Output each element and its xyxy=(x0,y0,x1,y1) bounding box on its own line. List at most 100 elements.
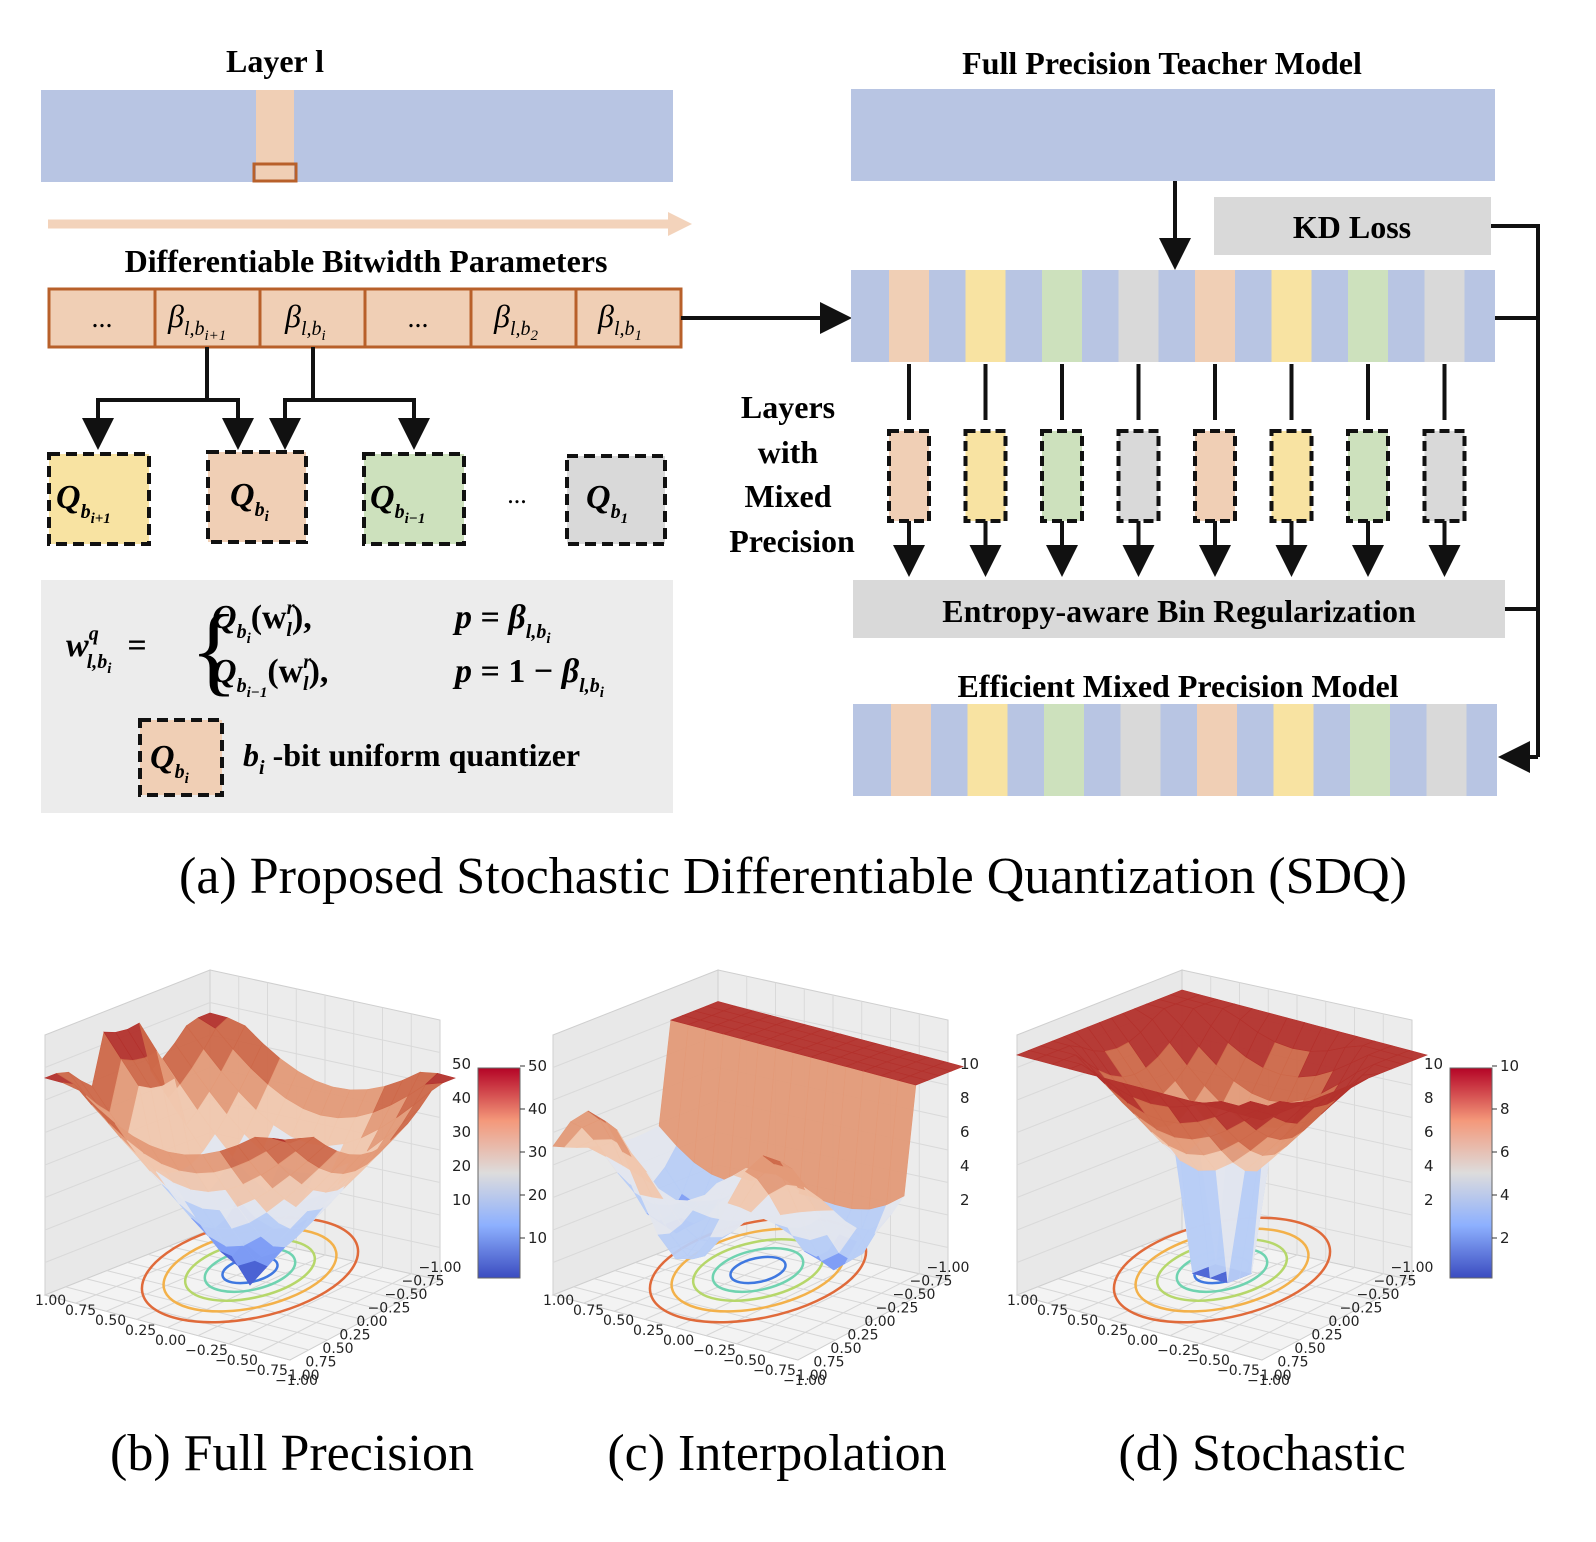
colorbar-tick-label: 20 xyxy=(528,1186,547,1204)
layer-stripe-green xyxy=(1348,270,1388,362)
y-tick-label: −1.00 xyxy=(927,1260,970,1276)
layer-stripe-green xyxy=(1042,270,1082,362)
wall-grid-line xyxy=(1016,1164,1183,1231)
efficient-model-bar xyxy=(853,704,1497,796)
x-tick-label: −0.50 xyxy=(215,1353,258,1369)
layer-stripe-green xyxy=(1350,704,1390,796)
y-tick-label: −0.75 xyxy=(1374,1274,1417,1290)
x-tick-label: 0.25 xyxy=(125,1323,156,1339)
layer-quantizer-box xyxy=(1193,429,1237,523)
colorbar xyxy=(1449,1067,1493,1279)
y-tick-label: 0.00 xyxy=(356,1314,387,1330)
layer-stripe-yellow xyxy=(965,270,1006,362)
colorbar-tick-label: 30 xyxy=(528,1143,547,1161)
y-tick-label: −0.75 xyxy=(402,1274,445,1290)
y-tick-label: 0.00 xyxy=(864,1314,895,1330)
layer-bar xyxy=(41,90,673,182)
quantizer-ellipsis: ... xyxy=(507,480,527,509)
y-tick-label: −0.50 xyxy=(893,1287,936,1303)
x-tick-label: 0.25 xyxy=(633,1323,664,1339)
z-tick-label: 8 xyxy=(960,1089,970,1107)
colorbar-tick-label: 10 xyxy=(1500,1057,1519,1075)
x-tick-label: 0.75 xyxy=(1037,1303,1068,1319)
layer-stripe-gray xyxy=(1120,704,1161,796)
colorbar xyxy=(477,1067,521,1279)
kd-loss-box xyxy=(1214,197,1491,255)
y-tick-label: 0.50 xyxy=(830,1341,861,1357)
y-tick-label: 1.00 xyxy=(796,1368,827,1384)
y-tick-label: −1.00 xyxy=(419,1260,462,1276)
floor-grid-line xyxy=(1200,1267,1355,1345)
layer-quantizer-box xyxy=(1422,429,1467,523)
floor-plane xyxy=(43,1229,442,1361)
floor-plane xyxy=(1015,1229,1414,1361)
legend-quantizer-box xyxy=(138,718,224,797)
y-tick-label: 0.00 xyxy=(1328,1314,1359,1330)
floor-plane xyxy=(551,1229,950,1361)
layer-quantizer-box xyxy=(1269,429,1314,523)
x-tick-label: 0.25 xyxy=(1097,1323,1128,1339)
x-tick-label: 1.00 xyxy=(35,1293,66,1309)
x-tick-label: 1.00 xyxy=(543,1293,574,1309)
x-tick-label: −0.50 xyxy=(1187,1353,1230,1369)
layer-stripe-peach xyxy=(891,704,931,796)
colorbar-tick-label: 8 xyxy=(1500,1100,1510,1118)
x-tick-label: −0.25 xyxy=(1157,1343,1200,1359)
caption-a: (a) Proposed Stochastic Differentiable Q… xyxy=(179,848,1407,905)
kd-loss-label: KD Loss xyxy=(1293,209,1411,245)
y-tick-label: −0.50 xyxy=(385,1287,428,1303)
y-tick-label: −0.25 xyxy=(876,1301,919,1317)
layer-quantizer-box xyxy=(887,429,931,523)
layer-stripe-yellow xyxy=(1273,704,1314,796)
surface-patch xyxy=(1396,1050,1428,1060)
quantizer-box-1 xyxy=(565,454,667,546)
y-tick-label: 0.75 xyxy=(813,1355,844,1371)
x-tick-label: −0.75 xyxy=(753,1363,796,1379)
x-tick-label: 0.00 xyxy=(1127,1333,1158,1349)
layer-stripe-peach xyxy=(1197,704,1237,796)
legend-quantizer-text: bi -bit uniform quantizer xyxy=(243,737,580,779)
y-tick-label: 1.00 xyxy=(1260,1368,1291,1384)
teacher-model-bar xyxy=(851,89,1495,181)
layer-stripe-peach xyxy=(1195,270,1235,362)
layer-stripe-gray xyxy=(1426,704,1467,796)
beta-cell-ellipsis-1: ... xyxy=(92,303,113,334)
floor-grid-line xyxy=(228,1267,383,1345)
layers-mixed-label: Layers with Mixed Precision xyxy=(729,389,855,559)
quantizer-box-i xyxy=(206,450,308,544)
layer-stripe-green xyxy=(1044,704,1084,796)
contour-ring xyxy=(729,1255,787,1285)
x-tick-label: 0.75 xyxy=(65,1303,96,1319)
caption-b: (b) Full Precision xyxy=(110,1425,474,1482)
bitwidth-title: Differentiable Bitwidth Parameters xyxy=(125,243,608,279)
layer-stripe-gray xyxy=(1424,270,1465,362)
efficient-title: Efficient Mixed Precision Model xyxy=(957,668,1398,704)
caption-c: (c) Interpolation xyxy=(607,1425,946,1482)
y-tick-label: −0.75 xyxy=(910,1274,953,1290)
z-tick-label: 10 xyxy=(960,1055,979,1073)
surface-patch xyxy=(932,1061,964,1072)
x-tick-label: 0.50 xyxy=(1067,1313,1098,1329)
surface-plot-interpolation: 2468101.000.750.500.250.00−0.25−0.50−0.7… xyxy=(543,969,979,1389)
surface-plot-full-precision: 10203040501.000.750.500.250.00−0.25−0.50… xyxy=(35,969,547,1389)
x-tick-label: 0.50 xyxy=(95,1313,126,1329)
x-tick-label: 0.00 xyxy=(155,1333,186,1349)
y-tick-label: 0.50 xyxy=(1294,1341,1325,1357)
x-tick-label: 1.00 xyxy=(1007,1293,1038,1309)
x-tick-label: 0.75 xyxy=(573,1303,604,1319)
x-tick-label: −0.25 xyxy=(693,1343,736,1359)
colorbar-tick-label: 4 xyxy=(1500,1186,1510,1204)
y-tick-label: −0.25 xyxy=(368,1301,411,1317)
layer-quantizer-box xyxy=(1116,429,1161,523)
floor-grid-line xyxy=(736,1267,891,1345)
wall-grid-line xyxy=(1016,1197,1183,1263)
beta-parameter-row xyxy=(47,287,683,349)
layer-title: Layer l xyxy=(226,43,324,79)
layer-stripe-peach xyxy=(889,270,929,362)
colorbar-tick-label: 6 xyxy=(1500,1143,1510,1161)
beta-cell-ellipsis-2: ... xyxy=(408,303,429,334)
x-tick-label: −0.75 xyxy=(245,1363,288,1379)
z-tick-label: 10 xyxy=(1424,1055,1443,1073)
colorbar-tick-label: 50 xyxy=(528,1057,547,1075)
